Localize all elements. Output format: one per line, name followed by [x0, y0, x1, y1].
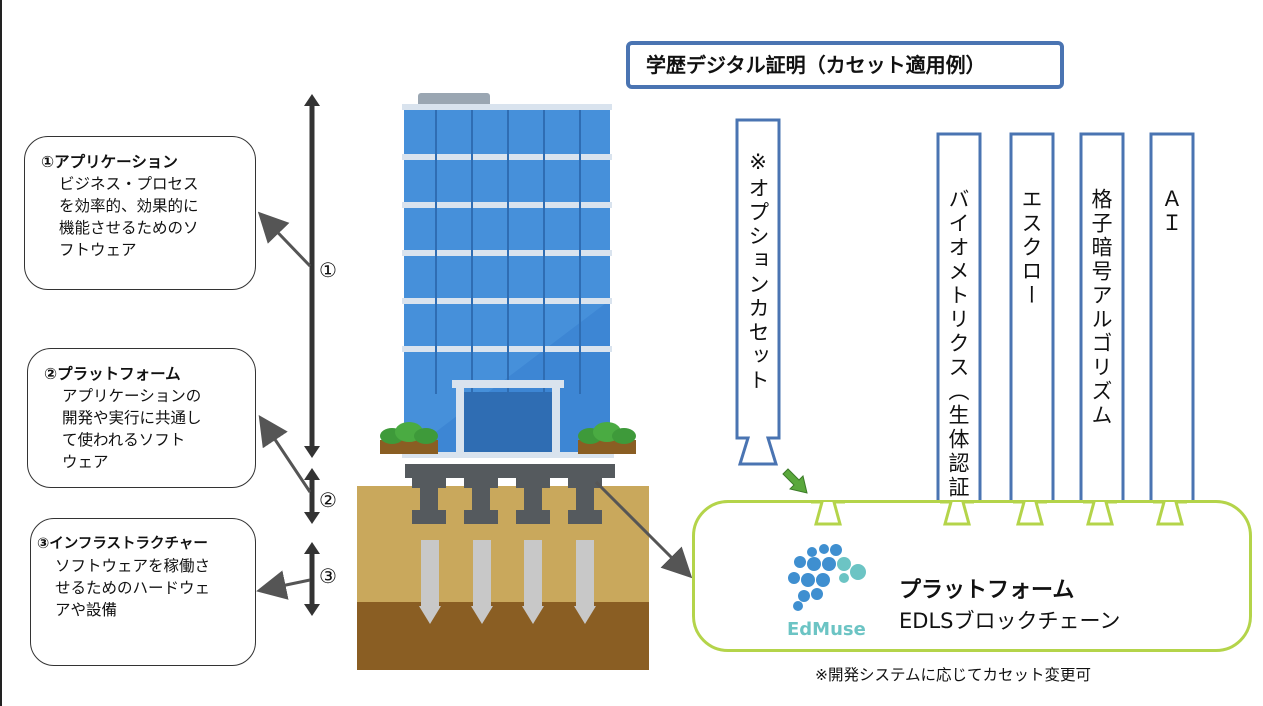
left-border-line	[0, 0, 2, 706]
bushes	[380, 422, 636, 454]
cassette-escrow-label: エスクロー	[1019, 188, 1043, 308]
application-layer-title: ①アプリケーション	[41, 153, 178, 171]
platform-layer-box: ②プラットフォーム アプリケーションの 開発や実行に共通し て使われるソフト ウ…	[27, 348, 256, 488]
infrastructure-layer-box: ③インフラストラクチャー ソフトウェアを稼働さ せるためのハードウェ アや設備	[30, 518, 256, 666]
application-layer-description: ビジネス・プロセス を効率的、効果的に 機能させるためのソ フトウェア	[59, 175, 199, 259]
cassette-change-note: ※開発システムに応じてカセット変更可	[815, 666, 1092, 684]
infrastructure-layer-description: ソフトウェアを稼働さ せるためのハードウェ アや設備	[55, 557, 211, 619]
option-cassette-label: ※オプションカセット	[746, 150, 770, 393]
cassette-lattice-crypto-label: 格子暗号アルゴリズム	[1089, 188, 1113, 428]
edmuse-logo-text: EdMuse	[787, 619, 866, 640]
application-layer-box: ①アプリケーション ビジネス・プロセス を効率的、効果的に 機能させるためのソ …	[24, 136, 256, 290]
platform-title: プラットフォーム	[899, 578, 1075, 603]
platform-slots	[811, 500, 1187, 526]
foundation-platform	[405, 464, 615, 524]
cassette-ai-label: ＡＩ	[1159, 188, 1183, 236]
application-range-label: ①	[319, 258, 337, 282]
pile-foundations	[419, 540, 596, 624]
diagram-title: 学歴デジタル証明（カセット適用例）	[626, 41, 1064, 89]
range-arrows	[304, 94, 320, 616]
platform-layer-description: アプリケーションの 開発や実行に共通し て使われるソフト ウェア	[62, 387, 202, 471]
platform-range-label: ②	[319, 488, 337, 512]
building-illustration	[402, 93, 614, 458]
pointer-arrows	[256, 211, 693, 600]
green-pointer-arrow-icon	[782, 468, 808, 494]
ground-illustration	[357, 486, 649, 670]
cassette-biometrics-label: バイオメトリクス（生体認証）	[946, 188, 970, 524]
edmuse-logo-icon	[788, 544, 866, 611]
platform-layer-title: ②プラットフォーム	[44, 365, 181, 383]
platform-subtitle: EDLSブロックチェーン	[899, 609, 1121, 633]
infrastructure-range-label: ③	[319, 564, 337, 588]
infrastructure-layer-title: ③インフラストラクチャー	[37, 536, 208, 552]
